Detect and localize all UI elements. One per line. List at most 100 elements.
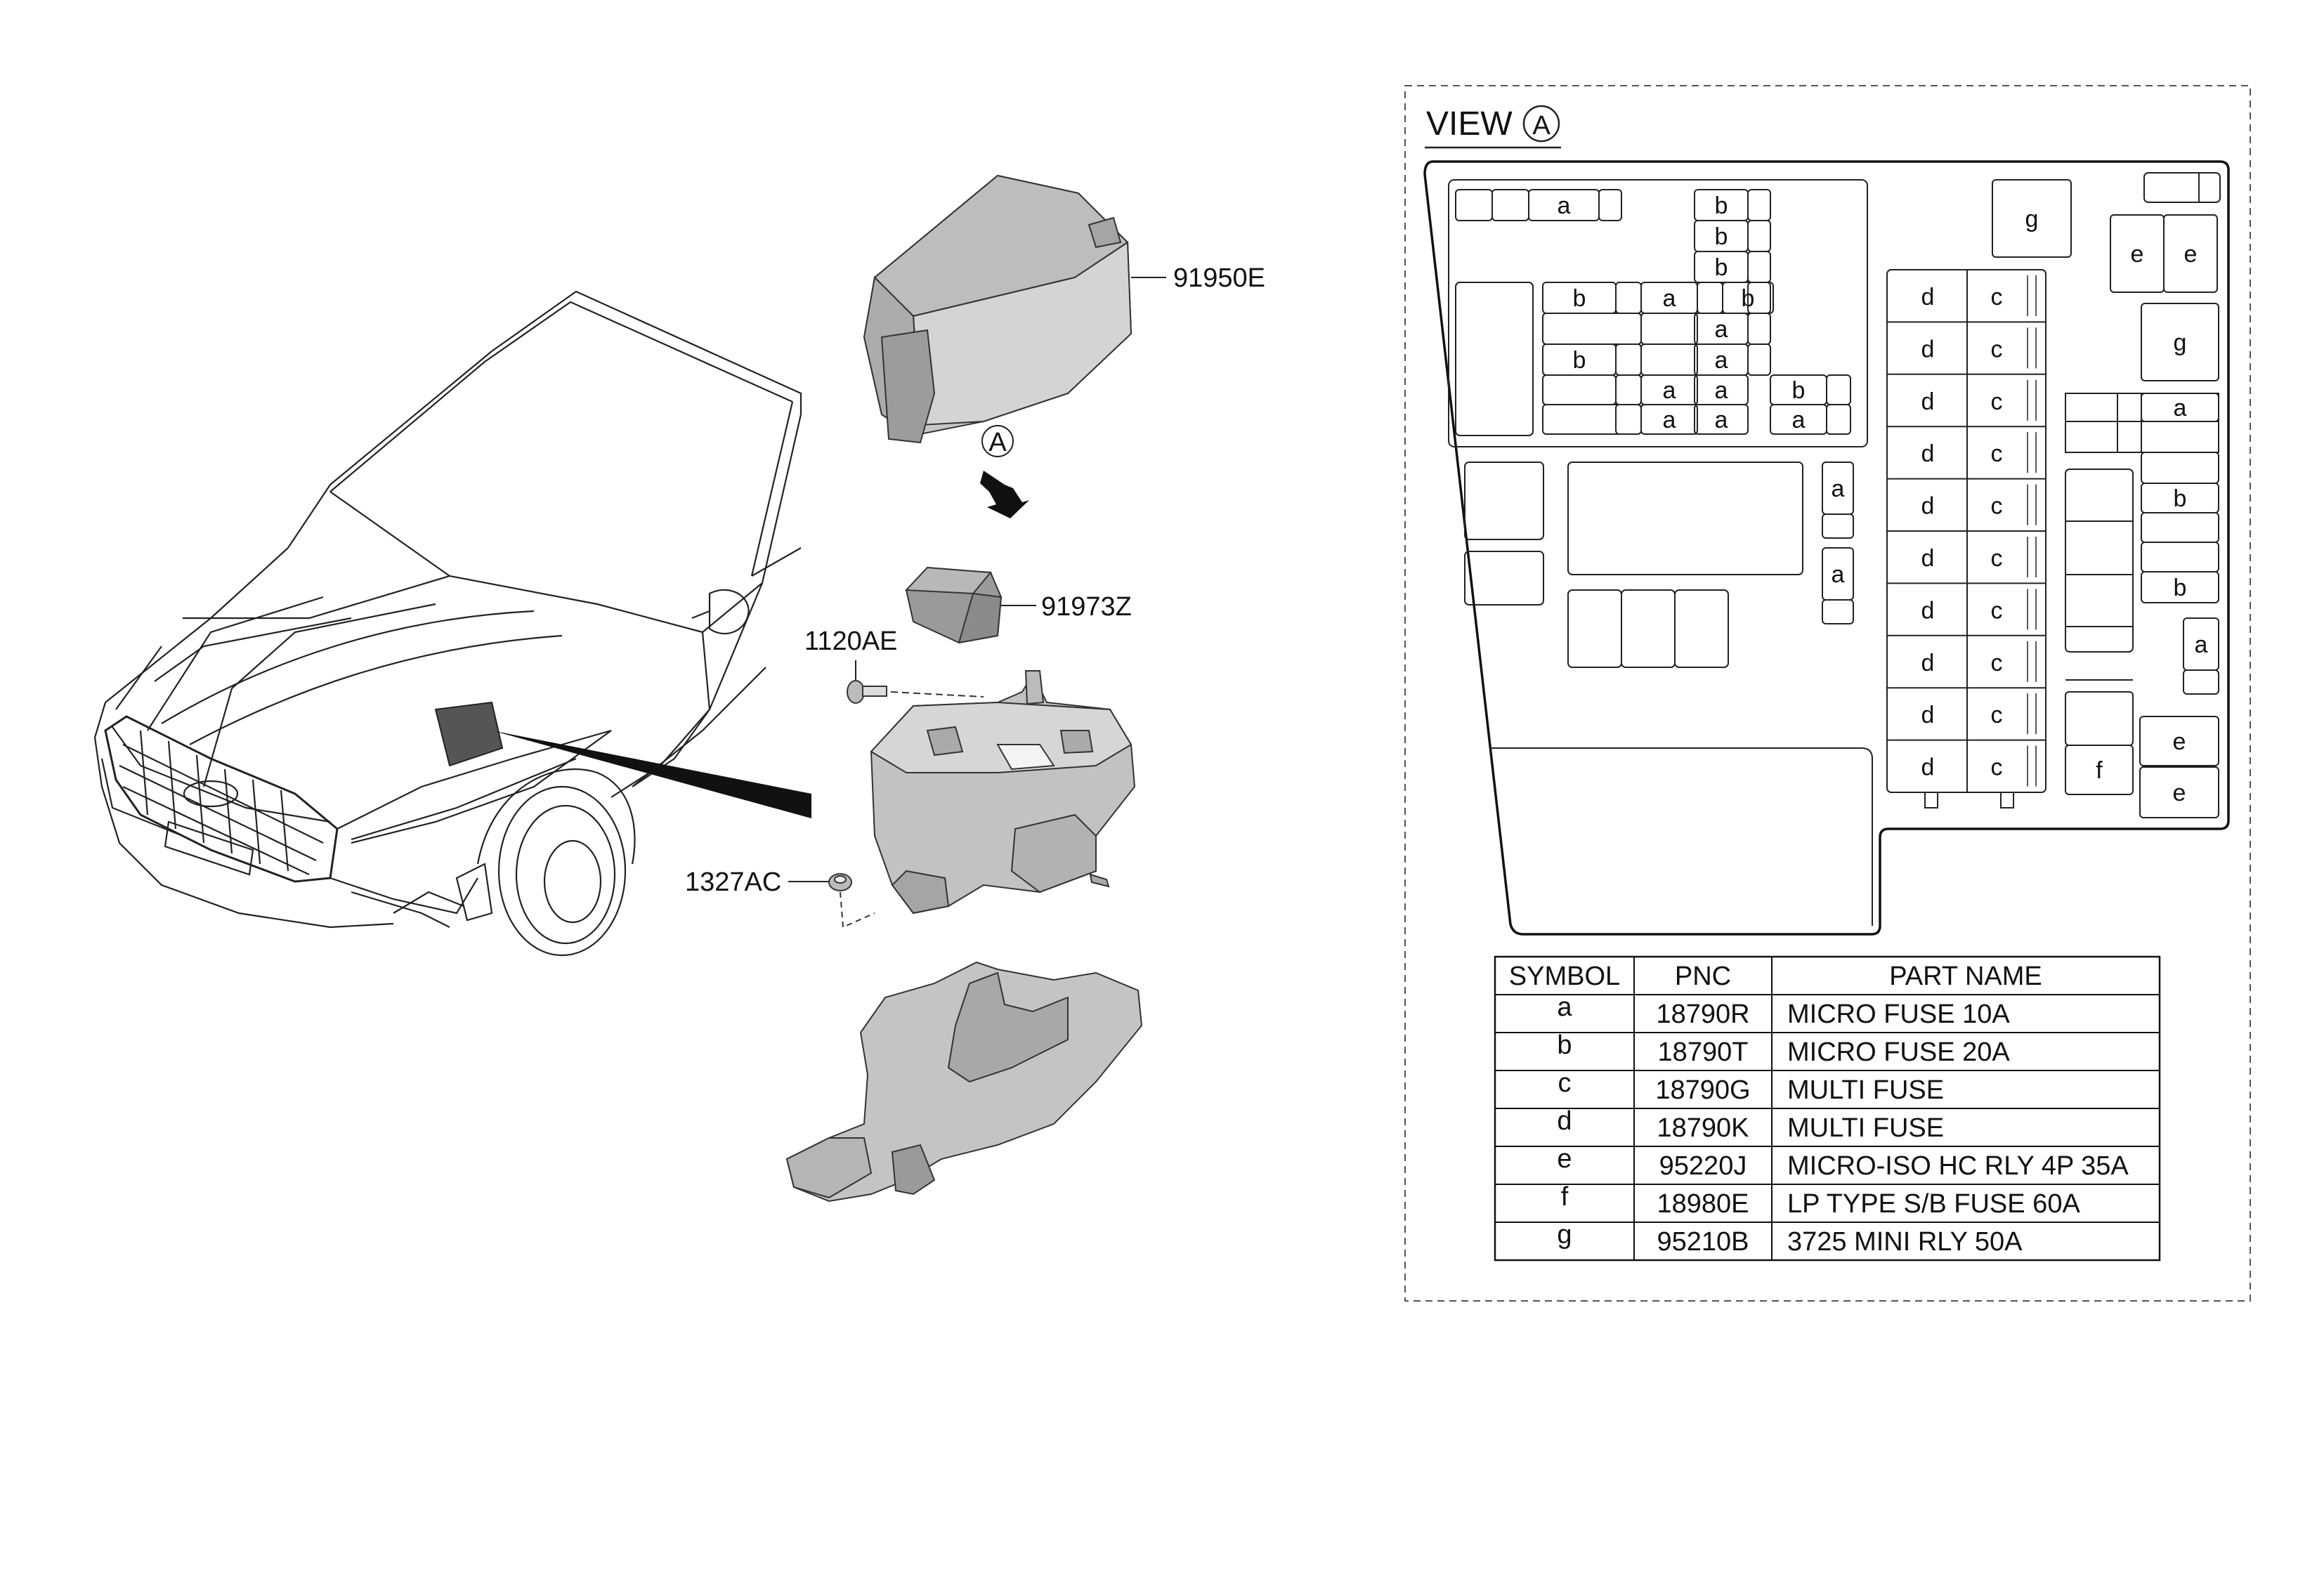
fuse-slot-empty [1640,343,1698,376]
relay-cover-91973Z [904,566,1003,644]
fuse-slot-empty [1615,282,1642,314]
multi-fuse-tab [1924,792,1938,808]
empty-slot [1674,589,1729,668]
fuse-slot-empty [1826,404,1851,435]
fuse-slot-a [1694,404,1749,435]
fuse-slot-letter-d: d [1921,702,1935,728]
fuse-slot-empty [1615,404,1642,435]
fuse-slot-g [2141,303,2219,381]
fuse-slot-b [1722,282,1774,314]
empty-slot-tall [1455,282,1534,436]
empty-slot [1464,551,1544,605]
fuse-slot-letter: b [1573,285,1586,312]
fuse-slot-letter-c: c [1991,388,2003,415]
fuse-slot-letter: b [1573,347,1586,374]
table-cell-pnc: 18790K [1657,1113,1749,1143]
empty-slot-small [2143,172,2221,203]
empty-relay-column [2065,469,2134,653]
fuse-slot-letter: a [1663,407,1676,433]
fuse-slot-letter-d: d [1921,597,1935,624]
fuse-slot-empty [1615,343,1642,376]
table-cell-part-name: MULTI FUSE [1787,1113,1944,1143]
bolt-1120AE [847,680,887,704]
fuse-slot-empty [1697,282,1723,314]
fuse-box-outline [1423,160,2230,936]
fuse-slot-letter: a [1715,347,1728,374]
car-illustration [93,290,802,957]
fuse-slot-letter: e [2173,728,2186,755]
fuse-layout [1448,172,2221,926]
table-cell-pnc: 18980E [1657,1189,1749,1219]
table-cell-pnc: 95220J [1659,1151,1747,1181]
table-cell-symbol: f [1561,1182,1569,1212]
empty-slot [1567,589,1622,668]
table-cell-pnc: 18790T [1658,1037,1749,1067]
fuse-slot-letter: e [2131,241,2144,268]
view-title-marker-circle [1522,105,1560,143]
fuse-slot-f [2065,745,2134,795]
table-cell-part-name: MICRO FUSE 10A [1787,1000,2010,1029]
fuse-slot-letter: f [2096,757,2103,784]
fuse-slot-letter: b [1715,223,1728,250]
nut-axis-line [840,891,875,929]
fuse-slot-empty [1826,374,1851,405]
fuse-slot-empty [2141,452,2219,484]
fuse-slot-letter-d: d [1921,388,1935,415]
view-a-pointer: A [980,425,1029,518]
fuse-slot-empty [1747,220,1771,252]
part-number-1120AE: 1120AE [804,627,897,656]
fuse-slot-letter: a [1715,407,1728,433]
fuse-slot-letter-c: c [1991,336,2003,362]
fuse-slot-letter: a [1715,316,1728,343]
fuse-slot-letter-c: c [1991,284,2003,310]
part-number-91950E: 91950E [1173,263,1265,293]
view-title-text: VIEW [1426,105,1513,143]
bottom-region-outline [1489,747,1873,926]
fuse-slot-e [2163,214,2218,293]
fuse-slot-letter-d: d [1921,545,1935,572]
fuse-box-body [870,670,1136,915]
fuse-slot-empty [1747,189,1771,221]
fuse-slot-letter-c: c [1991,754,2003,781]
table-cell-symbol: a [1557,993,1572,1022]
fuse-slot-letter-c: c [1991,702,2003,728]
fuse-slot-letter-c: c [1991,440,2003,467]
view-a-panel-border [1404,85,2251,1302]
fuse-slot-letter-c: c [1991,597,2003,624]
fuse-slot-letter: a [1832,476,1845,502]
fuse-slot-empty [1822,513,1854,539]
fuse-slot-letter: a [1558,192,1571,219]
table-cell-pnc: 95210B [1657,1227,1749,1257]
fuse-slot-empty [1615,374,1642,405]
fuse-slot-letter: b [2174,485,2187,512]
table-cell-symbol: g [1557,1220,1572,1250]
table-header-pnc: PNC [1675,962,1731,991]
fuse-slot-letter-c: c [1991,545,2003,572]
fuse-slot-empty [1747,343,1771,376]
fuse-slot-empty [2065,691,2134,746]
fuse-slot-letter: e [2173,780,2186,806]
view-a-pointer-letter: A [988,428,1007,457]
table-cell-symbol: d [1557,1106,1572,1136]
upper-cover-91950E [863,174,1132,444]
fuse-slot-letter: b [2174,575,2187,601]
fuse-slot-e [2139,716,2219,766]
fuse-slot-letter: a [1715,377,1728,404]
fuse-slot-letter-d: d [1921,284,1935,310]
fuse-slot-empty [1542,313,1642,345]
fuse-box-location-marker [434,701,811,818]
empty-slot-wide [1567,461,1803,575]
fuse-slot-letter: a [2195,631,2208,658]
table-cell-pnc: 18790R [1656,1000,1749,1029]
fuse-slot-letter: b [1715,254,1728,281]
fuse-slot-empty [1491,189,1529,221]
fuse-slot-empty [1822,599,1854,624]
fuse-slot-empty [2141,542,2219,572]
fuse-slot-letter: e [2184,241,2198,268]
table-cell-symbol: e [1557,1144,1572,1174]
table-header-part-name: PART NAME [1889,962,2042,991]
fuse-slot-letter-d: d [1921,754,1935,781]
fuse-slot-letter-d: d [1921,440,1935,467]
